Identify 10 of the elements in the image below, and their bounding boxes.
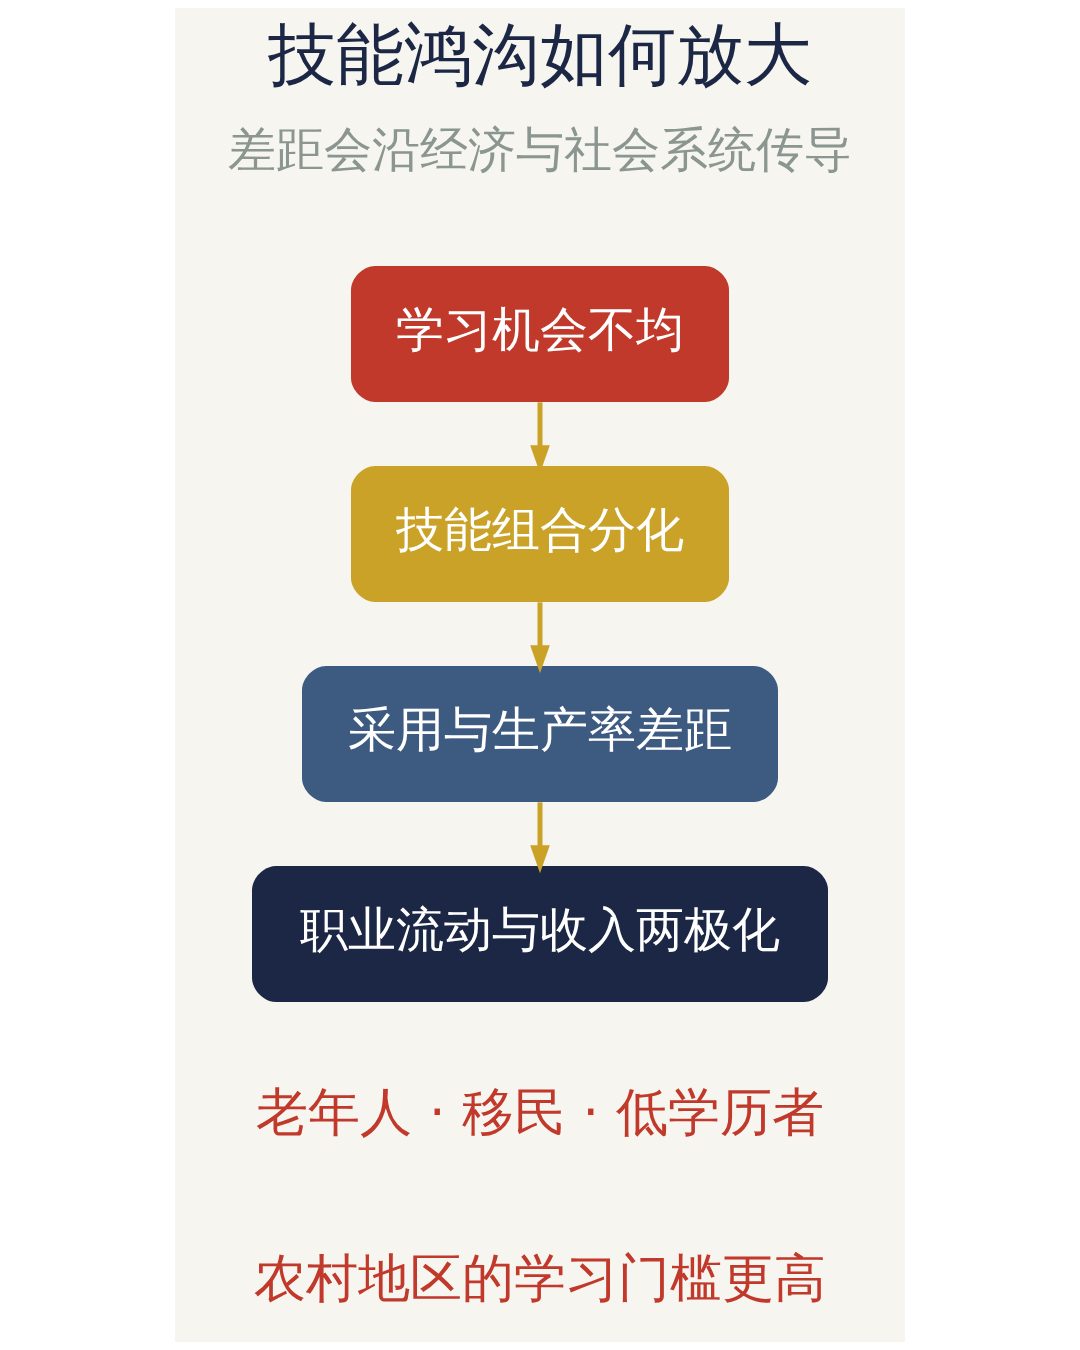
diagram-title: 技能鸿沟如何放大 — [268, 15, 812, 95]
node-box: 技能组合分化 — [351, 466, 729, 602]
arrow — [530, 602, 550, 674]
node-box: 职业流动与收入两极化 — [252, 866, 828, 1002]
label: 农村地区的学习门槛更高 — [254, 1247, 826, 1308]
arrow — [530, 802, 550, 874]
label: 老年人 · 移民 · 低学历者 — [256, 1081, 824, 1142]
node-box: 采用与生产率差距 — [302, 666, 778, 802]
node-box: 学习机会不均 — [351, 266, 729, 402]
label: 差距会沿经济与社会系统传导 — [228, 121, 852, 178]
